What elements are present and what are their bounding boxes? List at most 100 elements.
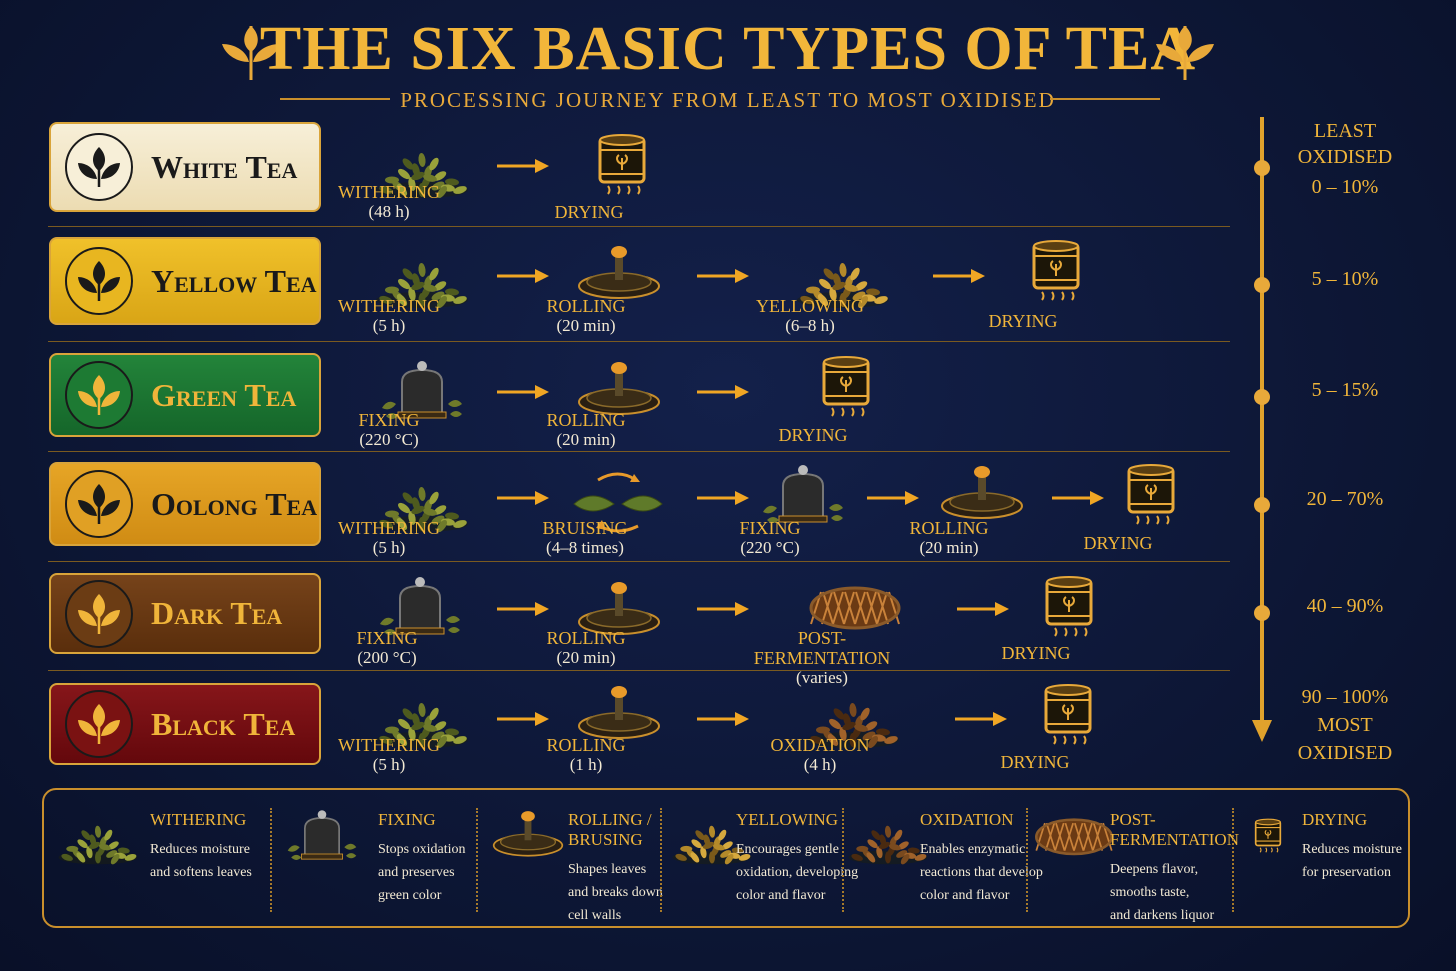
- legend-description: color and flavor: [920, 884, 1043, 907]
- legend-description: Shapes leaves: [568, 858, 663, 881]
- tea-name: Dark Tea: [151, 595, 282, 632]
- legend-description: and preserves: [378, 861, 466, 884]
- step-label: FIXING: [302, 628, 472, 648]
- step-label: WITHERING: [304, 182, 474, 202]
- tea-name: White Tea: [151, 149, 297, 186]
- legend-description: Reduces moisture: [150, 838, 252, 861]
- process-step-text: WITHERING(5 h): [304, 518, 474, 558]
- legend-entry: WITHERINGReduces moistureand softens lea…: [150, 810, 252, 884]
- legend-description: reactions that develop: [920, 861, 1043, 884]
- axis-arrow-down-icon: [1252, 720, 1272, 744]
- process-step-text: YELLOWING(6–8 h): [725, 296, 895, 336]
- process-step-text: WITHERING(5 h): [304, 296, 474, 336]
- legend-divider: [660, 808, 662, 912]
- legend-description: color and flavor: [736, 884, 858, 907]
- right-leaf-ornament-icon: [1152, 16, 1218, 84]
- axis-marker-dot: [1254, 389, 1270, 405]
- legend-description: and breaks down: [568, 881, 663, 904]
- arrow-right-icon: [497, 268, 549, 282]
- tea-name: Green Tea: [151, 377, 296, 414]
- process-step-text: ROLLING(20 min): [864, 518, 1034, 558]
- axis-marker-dot: [1254, 497, 1270, 513]
- legend-title: POST-: [1110, 810, 1239, 830]
- process-step-text: DRYING: [504, 202, 674, 222]
- legend-divider: [842, 808, 844, 912]
- process-step-text: BRUISING(4–8 times): [500, 518, 670, 558]
- legend-divider: [1232, 808, 1234, 912]
- arrow-right-icon: [697, 601, 749, 615]
- drying-drum-icon: [983, 680, 1153, 754]
- process-step-drying: [537, 130, 707, 204]
- step-detail: (20 min): [501, 648, 671, 668]
- legend-divider: [1026, 808, 1028, 912]
- legend-title: FIXING: [378, 810, 466, 830]
- drying-drum-icon: [1240, 806, 1296, 870]
- legend-entry: OXIDATIONEnables enzymaticreactions that…: [920, 810, 1043, 907]
- process-step-text: POST-FERMENTATION(varies): [737, 628, 907, 688]
- legend-description: green color: [378, 884, 466, 907]
- step-detail: (220 °C): [685, 538, 855, 558]
- subtitle-rule-right: [1050, 98, 1160, 100]
- axis-top-label-1: LEAST: [1290, 118, 1400, 144]
- step-detail: (5 h): [304, 538, 474, 558]
- step-detail: (5 h): [304, 755, 474, 775]
- step-label: ROLLING: [864, 518, 1034, 538]
- arrow-right-icon: [957, 601, 1009, 615]
- tea-name: Black Tea: [151, 706, 295, 743]
- process-step-text: ROLLING(1 h): [501, 735, 671, 775]
- arrow-right-icon: [955, 711, 1007, 725]
- axis-marker-dot: [1254, 277, 1270, 293]
- process-step-text: FIXING(200 °C): [302, 628, 472, 668]
- step-detail: (6–8 h): [725, 316, 895, 336]
- row-divider: [48, 341, 1230, 342]
- tea-badge-dark-tea: Dark Tea: [49, 573, 321, 654]
- oxidation-range-label: 5 – 10%: [1290, 266, 1400, 292]
- step-label: DRYING: [950, 752, 1120, 772]
- legend-entry: FIXINGStops oxidationand preservesgreen …: [378, 810, 466, 907]
- arrow-right-icon: [497, 384, 549, 398]
- legend-description: smooths taste,: [1110, 881, 1239, 904]
- drying-drum-icon: [971, 236, 1141, 310]
- step-label: ROLLING: [501, 296, 671, 316]
- axis-bottom-label-2: OXIDISED: [1290, 740, 1400, 766]
- drying-drum-icon: [761, 352, 931, 426]
- legend-entry: ROLLING /BRUSINGShapes leavesand breaks …: [568, 810, 663, 927]
- axis-marker-dot: [1254, 605, 1270, 621]
- arrow-right-icon: [1052, 490, 1104, 504]
- oxidation-axis: [1260, 117, 1264, 727]
- process-step-drying: [983, 680, 1153, 754]
- process-step-text: WITHERING(48 h): [304, 182, 474, 222]
- process-step-text: ROLLING(20 min): [501, 296, 671, 336]
- step-label: YELLOWING: [725, 296, 895, 316]
- step-label: OXIDATION: [735, 735, 905, 755]
- step-label: WITHERING: [304, 735, 474, 755]
- step-detail: (20 min): [501, 316, 671, 336]
- axis-bottom-label-1: MOST: [1290, 712, 1400, 738]
- legend-description: oxidation, developing: [736, 861, 858, 884]
- axis-top-label-2: OXIDISED: [1290, 144, 1400, 170]
- legend-title: DRYING: [1302, 810, 1402, 830]
- tea-leaf-icon: [65, 247, 133, 315]
- step-label: WITHERING: [304, 296, 474, 316]
- step-detail: (4 h): [735, 755, 905, 775]
- process-step-text: DRYING: [938, 311, 1108, 331]
- arrow-right-icon: [697, 384, 749, 398]
- row-divider: [48, 561, 1230, 562]
- oxidation-range-label: 90 – 100%: [1290, 684, 1400, 710]
- drying-drum-icon: [537, 130, 707, 204]
- step-detail: (4–8 times): [500, 538, 670, 558]
- step-detail: (48 h): [304, 202, 474, 222]
- page-title: THE SIX BASIC TYPES OF TEA: [0, 14, 1456, 85]
- arrow-right-icon: [697, 711, 749, 725]
- wok-fixing-icon: [278, 806, 366, 870]
- tea-badge-white-tea: White Tea: [49, 122, 321, 212]
- axis-marker-dot: [1254, 160, 1270, 176]
- step-detail: (200 °C): [302, 648, 472, 668]
- legend-title: WITHERING: [150, 810, 252, 830]
- step-label: BRUISING: [500, 518, 670, 538]
- arrow-right-icon: [497, 490, 549, 504]
- process-step-text: DRYING: [951, 643, 1121, 663]
- legend-description: Reduces moisture: [1302, 838, 1402, 861]
- rolling-press-icon: [484, 806, 572, 870]
- step-label: DRYING: [938, 311, 1108, 331]
